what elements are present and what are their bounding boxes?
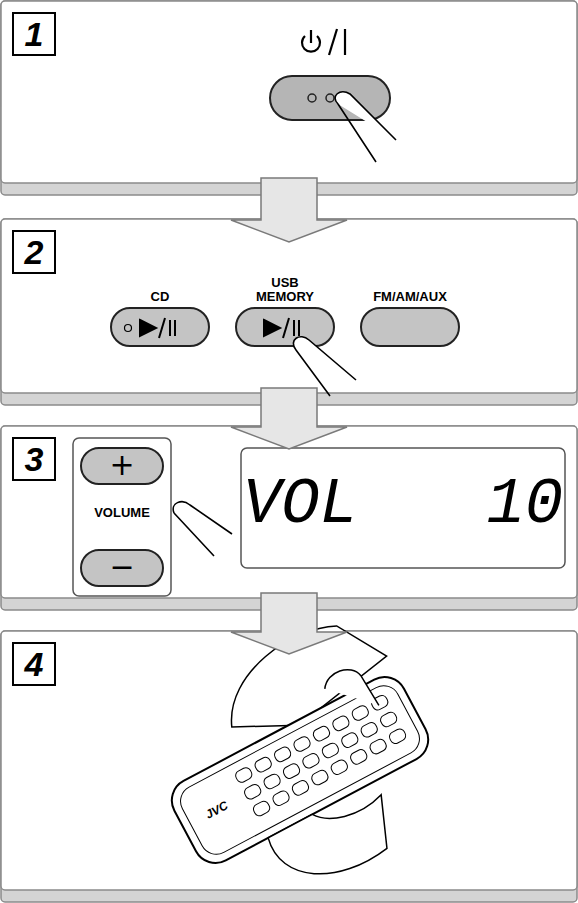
step-number: 1 [12, 12, 56, 56]
button-label: FM/AM/AUX [373, 290, 447, 304]
volume-button: − [80, 549, 164, 587]
button-label: CD [123, 290, 197, 304]
finger [321, 662, 379, 724]
play-pause-symbol [125, 318, 300, 338]
step-panel: 3VOLUME + − VOL 10 [0, 425, 578, 611]
group-label: VOLUME [72, 505, 172, 520]
button-label: USB MEMORY [248, 276, 322, 304]
volume-button: + [80, 447, 164, 485]
display-window: VOL 10 [240, 447, 566, 569]
power-button [270, 76, 390, 120]
step-number: 4 [12, 642, 56, 686]
button-sign: − [80, 549, 164, 587]
volume-group: VOLUME + − [72, 437, 172, 597]
finger [173, 502, 232, 556]
step-arrow [231, 178, 347, 242]
hand [267, 782, 406, 898]
power-symbol [302, 29, 345, 55]
finger [293, 337, 356, 396]
step-panel: 2CD USB MEMORY FM/AM/AUX [0, 218, 578, 406]
step-arrow [231, 388, 347, 449]
step-number: 2 [12, 230, 56, 274]
step-arrow [231, 593, 347, 654]
button-sign: + [80, 447, 164, 485]
finger [335, 92, 396, 162]
source-button: FM/AM/AUX [360, 258, 460, 348]
display-text: VOL 10 [240, 469, 566, 541]
step-number: 3 [12, 437, 56, 481]
